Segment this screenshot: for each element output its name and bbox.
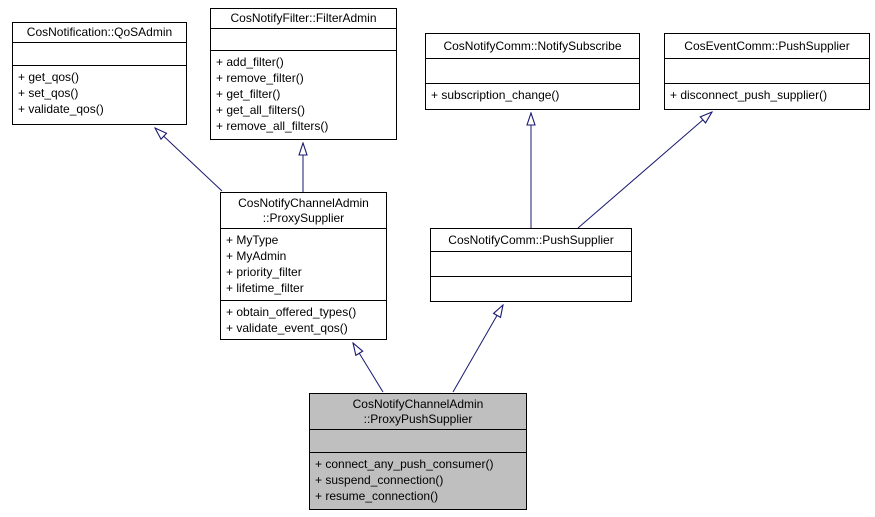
class-box-cosnotification-qosadmin[interactable]: CosNotification::QoSAdmin + get_qos() + …: [12, 22, 187, 125]
method: + validate_event_qos(): [226, 321, 348, 335]
class-box-cosnotifycomm-notifysubscribe[interactable]: CosNotifyComm::NotifySubscribe + subscri…: [425, 33, 640, 110]
attributes-section: [13, 43, 186, 66]
class-box-coseventcomm-pushsupplier[interactable]: CosEventComm::PushSupplier + disconnect_…: [664, 33, 870, 110]
attribute: + MyType: [226, 233, 279, 247]
methods-section: + subscription_change(): [426, 84, 639, 109]
class-name: CosNotifyFilter::FilterAdmin: [211, 9, 396, 29]
method: + validate_qos(): [18, 102, 104, 116]
attributes-section: [665, 59, 869, 84]
attributes-section: [310, 430, 526, 453]
method: + resume_connection(): [315, 489, 439, 503]
class-name: CosNotifyComm::NotifySubscribe: [426, 34, 639, 59]
attribute: + priority_filter: [226, 265, 302, 279]
attributes-section: + MyType + MyAdmin + priority_filter + l…: [221, 229, 386, 301]
method: + subscription_change(): [431, 88, 560, 102]
method: + disconnect_push_supplier(): [670, 88, 828, 102]
methods-section: + get_qos() + set_qos() + validate_qos(): [13, 66, 186, 124]
method: + add_filter(): [216, 55, 284, 69]
method: + set_qos(): [18, 86, 79, 100]
methods-section: + add_filter() + remove_filter() + get_f…: [211, 51, 396, 139]
class-name: CosNotifyChannelAdmin ::ProxyPushSupplie…: [310, 394, 526, 430]
method: + obtain_offered_types(): [226, 305, 357, 319]
methods-section: + connect_any_push_consumer() + suspend_…: [310, 453, 526, 509]
attributes-section: [431, 252, 631, 277]
edge-proxypushsupplier-to-proxysupplier: [353, 343, 384, 393]
attributes-section: [211, 29, 396, 51]
class-box-cosnotifychanneladmin-proxypushsupplier: CosNotifyChannelAdmin ::ProxyPushSupplie…: [309, 393, 527, 510]
method: + remove_filter(): [216, 71, 304, 85]
methods-section: [431, 277, 631, 301]
methods-section: + obtain_offered_types() + validate_even…: [221, 301, 386, 339]
class-name: CosEventComm::PushSupplier: [665, 34, 869, 59]
method: + get_all_filters(): [216, 103, 306, 117]
attributes-section: [426, 59, 639, 84]
attribute: + MyAdmin: [226, 249, 287, 263]
attribute: + lifetime_filter: [226, 281, 304, 295]
edge-proxypushsupplier-to-pushsupplier: [452, 305, 503, 393]
class-name: CosNotifyChannelAdmin ::ProxySupplier: [221, 193, 386, 229]
class-name: CosNotifyComm::PushSupplier: [431, 229, 631, 252]
class-name: CosNotification::QoSAdmin: [13, 23, 186, 43]
method: + connect_any_push_consumer(): [315, 457, 494, 471]
method: + remove_all_filters(): [216, 119, 329, 133]
class-box-cosnotifycomm-pushsupplier[interactable]: CosNotifyComm::PushSupplier: [430, 228, 632, 302]
class-box-cosnotifychanneladmin-proxysupplier[interactable]: CosNotifyChannelAdmin ::ProxySupplier + …: [220, 192, 387, 340]
method: + get_filter(): [216, 87, 281, 101]
edge-pushsupplier-to-eventpushsupplier: [577, 112, 712, 229]
class-box-cosnotifyfilter-filteradmin[interactable]: CosNotifyFilter::FilterAdmin + add_filte…: [210, 8, 397, 140]
methods-section: + disconnect_push_supplier(): [665, 84, 869, 109]
method: + suspend_connection(): [315, 473, 444, 487]
method: + get_qos(): [18, 70, 80, 84]
